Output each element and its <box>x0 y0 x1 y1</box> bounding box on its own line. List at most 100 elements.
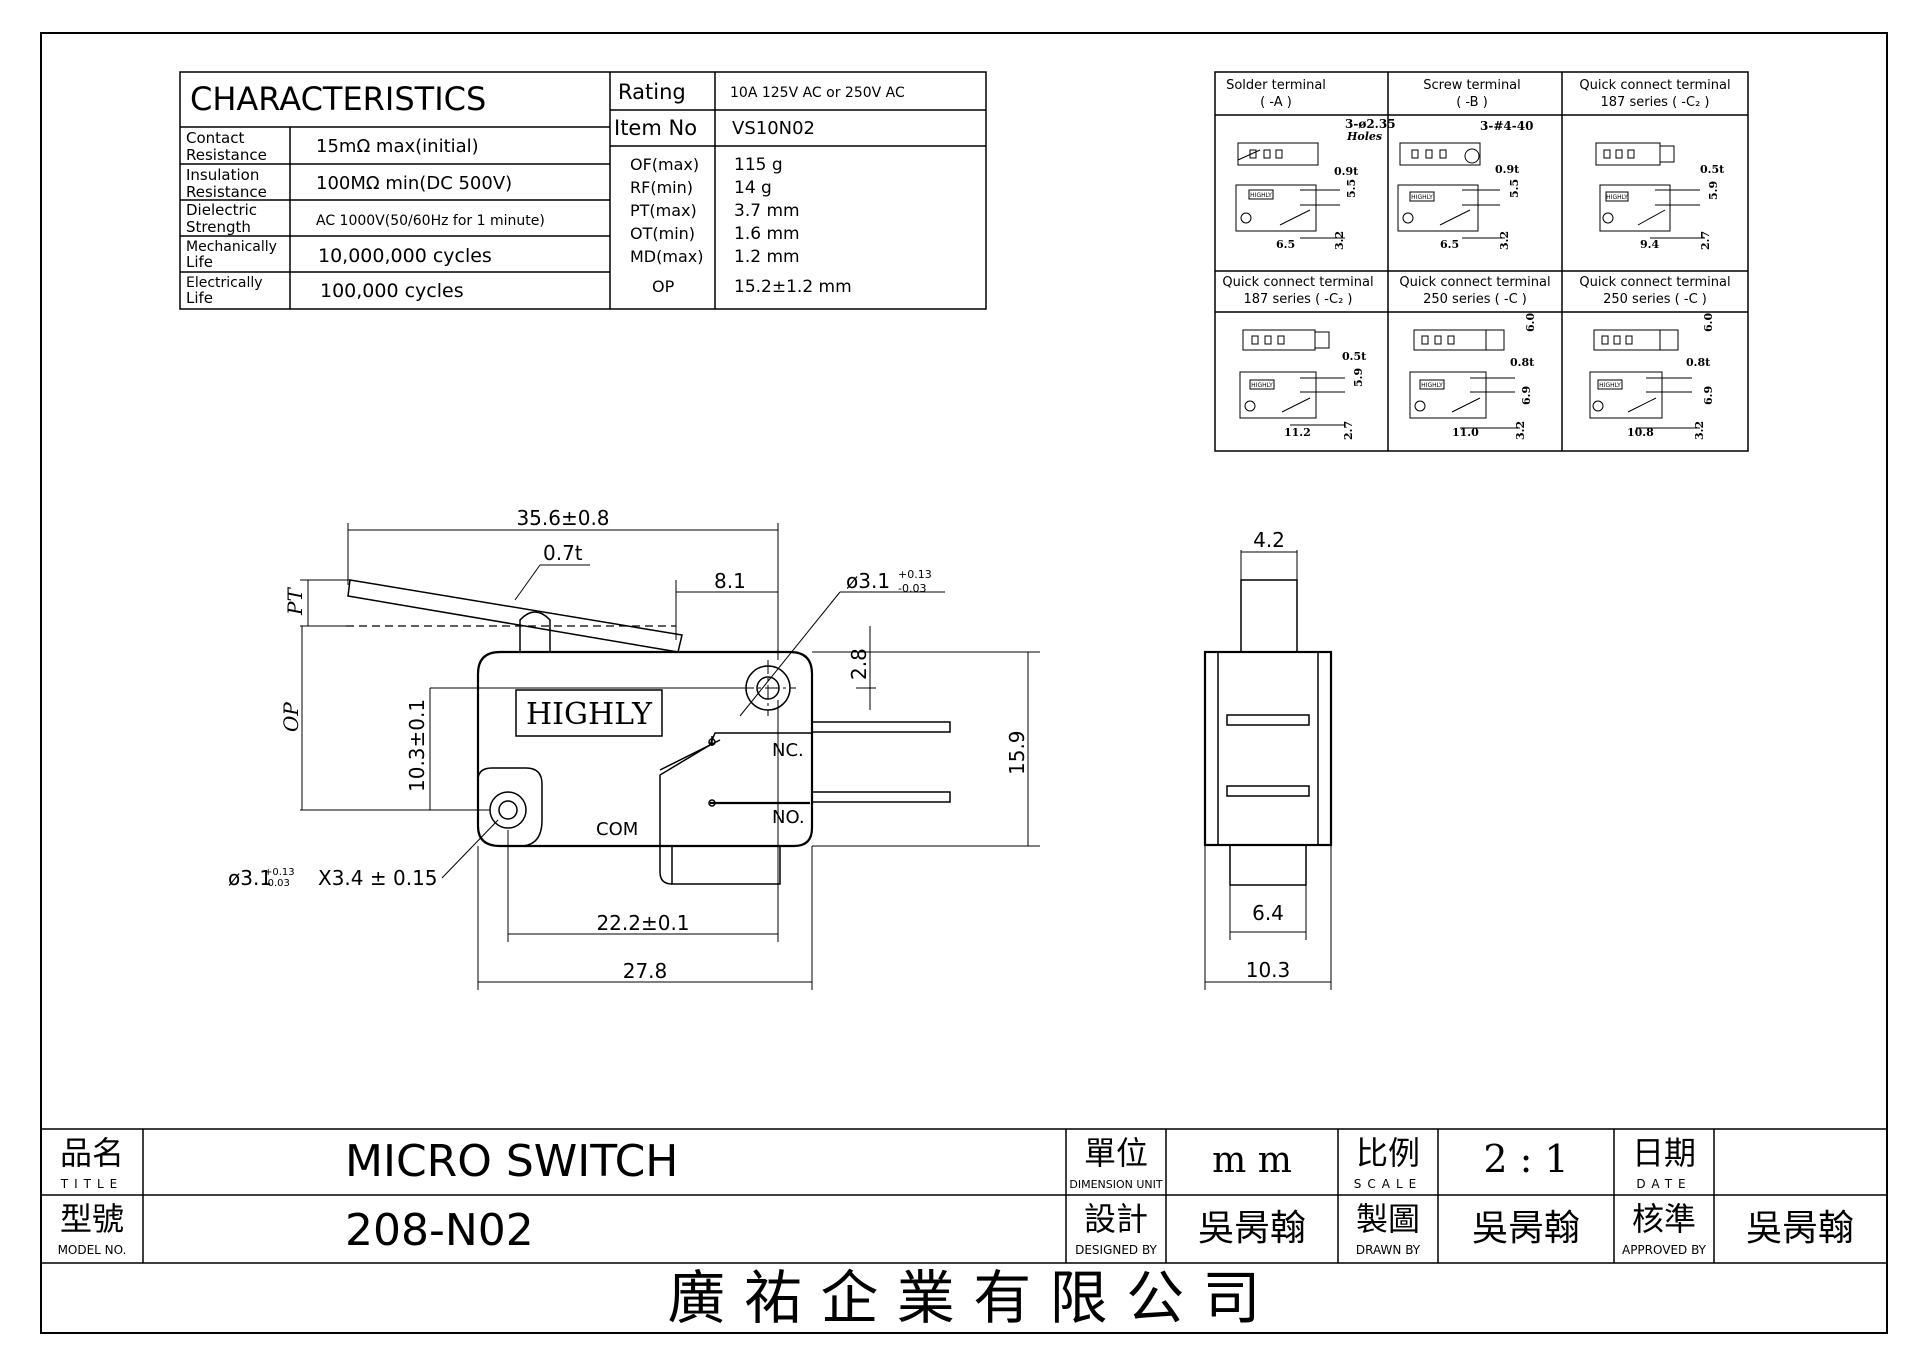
contact-label: Contact <box>186 129 244 147</box>
title-block: 品名 TITLE MICRO SWITCH 型號 MODEL NO. 208-N… <box>40 1128 1888 1332</box>
dim-overall-length: 35.6±0.8 <box>516 506 609 530</box>
mechanical-value: 10,000,000 cycles <box>318 245 492 267</box>
terminal-code: 187 series ( -C₂ ) <box>1244 292 1353 307</box>
dim-15-9: 15.9 <box>1005 730 1029 775</box>
nc-label: NC. <box>772 740 804 761</box>
designed-label-zh: 設計 <box>1084 1200 1148 1238</box>
svg-text:HIGHLY: HIGHLY <box>1599 382 1621 389</box>
param-value: 115 g <box>734 155 783 175</box>
param-value: 1.2 mm <box>734 247 800 267</box>
svg-text:+0.13: +0.13 <box>898 568 932 581</box>
svg-text:HIGHLY: HIGHLY <box>1250 192 1272 199</box>
scale-value: 2 : 1 <box>1483 1137 1568 1181</box>
approved-value: 吳昺翰 <box>1746 1208 1854 1249</box>
dim-22-2: 22.2±0.1 <box>596 911 689 935</box>
terminal-drawing-solder: HIGHLY 3-ø2.35 Holes 0.9t 6.5 5.5 3.2 <box>1235 117 1396 251</box>
svg-text:0.8t: 0.8t <box>1686 356 1711 369</box>
dim-pt: PT <box>283 587 307 616</box>
side-view-drawing: 4.2 6.4 10.3 <box>1203 528 1333 990</box>
rating-value: 10A 125V AC or 250V AC <box>730 85 905 101</box>
electrical-label: Electrically <box>186 275 263 291</box>
dim-8-1: 8.1 <box>714 569 746 593</box>
svg-text:6.0: 6.0 <box>1702 313 1715 332</box>
param-label: MD(max) <box>630 247 703 266</box>
svg-text:5.5: 5.5 <box>1345 179 1358 198</box>
param-value: 15.2±1.2 mm <box>734 277 852 297</box>
drawing-frame <box>40 32 1888 1334</box>
svg-text:HIGHLY: HIGHLY <box>1411 194 1433 201</box>
insulation-value: 100MΩ min(DC 500V) <box>316 173 512 194</box>
terminal-code: 250 series ( -C ) <box>1423 292 1527 307</box>
dim-2-8: 2.8 <box>847 648 871 680</box>
scale-label-en: SCALE <box>1354 1177 1422 1191</box>
terminal-name: Quick connect terminal <box>1579 78 1730 93</box>
svg-text:0.5t: 0.5t <box>1700 163 1725 176</box>
param-label: PT(max) <box>630 201 697 220</box>
svg-text:Life: Life <box>186 289 213 307</box>
no-label: NO. <box>772 807 805 828</box>
svg-text:3-ø2.35: 3-ø2.35 <box>1345 117 1396 131</box>
svg-text:0.8t: 0.8t <box>1510 356 1535 369</box>
terminal-drawing-qc250-alt: HIGHLY 6.0 0.8t 6.9 10.8 3.2 <box>1589 313 1715 440</box>
dim-27-8: 27.8 <box>623 959 668 983</box>
unit-value: m m <box>1212 1140 1292 1181</box>
date-label-en: DATE <box>1636 1177 1691 1191</box>
com-label: COM <box>596 819 638 840</box>
terminal-code: ( -A ) <box>1260 95 1292 110</box>
side-dim-top: 4.2 <box>1253 528 1285 552</box>
brand-label: HIGHLY <box>526 697 653 732</box>
param-label: OP <box>652 277 675 296</box>
drawn-value: 吳昺翰 <box>1472 1208 1580 1249</box>
svg-text:+0.13: +0.13 <box>264 867 295 878</box>
terminal-drawing-qc250: HIGHLY 6.0 0.8t 6.9 11.0 3.2 <box>1409 313 1537 440</box>
svg-text:3.2: 3.2 <box>1693 421 1706 440</box>
svg-text:HIGHLY: HIGHLY <box>1606 194 1628 201</box>
svg-text:11.2: 11.2 <box>1284 426 1311 439</box>
side-dim-mid: 6.4 <box>1252 901 1284 925</box>
terminal-name: Quick connect terminal <box>1579 275 1730 290</box>
insulation-label: Insulation <box>186 166 259 184</box>
svg-text:3.2: 3.2 <box>1498 231 1511 250</box>
svg-text:3.2: 3.2 <box>1333 231 1346 250</box>
terminal-code: ( -B ) <box>1456 95 1488 110</box>
param-value: 1.6 mm <box>734 224 800 244</box>
model-label-en: MODEL NO. <box>58 1243 127 1257</box>
svg-text:HIGHLY: HIGHLY <box>1251 382 1273 389</box>
svg-text:-0.03: -0.03 <box>264 878 290 889</box>
date-label-zh: 日期 <box>1632 1134 1696 1172</box>
mechanical-label: Mechanically <box>186 239 277 255</box>
scale-label-zh: 比例 <box>1356 1134 1420 1172</box>
param-label: OF(max) <box>630 155 699 174</box>
dielectric-value: AC 1000V(50/60Hz for 1 minute) <box>316 213 545 229</box>
terminal-drawing-qc187-alt: HIGHLY 0.5t 11.2 5.9 2.7 <box>1239 329 1367 440</box>
svg-text:6.5: 6.5 <box>1440 238 1459 251</box>
svg-text:5.9: 5.9 <box>1707 181 1720 200</box>
svg-text:Resistance: Resistance <box>186 146 267 164</box>
svg-text:0.5t: 0.5t <box>1342 350 1367 363</box>
model-label-zh: 型號 <box>60 1200 124 1238</box>
svg-text:Life: Life <box>186 253 213 271</box>
side-dim-bottom: 10.3 <box>1246 958 1291 982</box>
unit-label-en: DIMENSION UNIT <box>1069 1178 1163 1191</box>
svg-text:6.0: 6.0 <box>1524 313 1537 332</box>
svg-text:6.9: 6.9 <box>1702 386 1715 405</box>
svg-text:3.2: 3.2 <box>1514 421 1527 440</box>
svg-text:0.9t: 0.9t <box>1334 165 1359 178</box>
terminal-name: Quick connect terminal <box>1399 275 1550 290</box>
terminal-options-grid: Solder terminal ( -A ) Screw terminal ( … <box>1214 71 1749 452</box>
contact-value: 15mΩ max(initial) <box>316 136 479 157</box>
svg-text:10.8: 10.8 <box>1627 426 1654 439</box>
terminal-name: Screw terminal <box>1423 78 1521 93</box>
characteristics-title: CHARACTERISTICS <box>190 80 486 118</box>
dim-op: OP <box>279 702 303 732</box>
item-label: Item No <box>614 116 697 140</box>
svg-text:2.7: 2.7 <box>1342 421 1355 440</box>
param-label: OT(min) <box>630 224 695 243</box>
terminal-code: 187 series ( -C₂ ) <box>1601 95 1710 110</box>
front-view-drawing: HIGHLY NC. NO. COM 35.6±0.8 0.7t <box>228 506 1040 990</box>
svg-text:Holes: Holes <box>1346 130 1382 143</box>
drawn-label-en: DRAWN BY <box>1356 1243 1421 1257</box>
svg-text:-0.03: -0.03 <box>898 582 926 595</box>
electrical-value: 100,000 cycles <box>320 280 464 302</box>
